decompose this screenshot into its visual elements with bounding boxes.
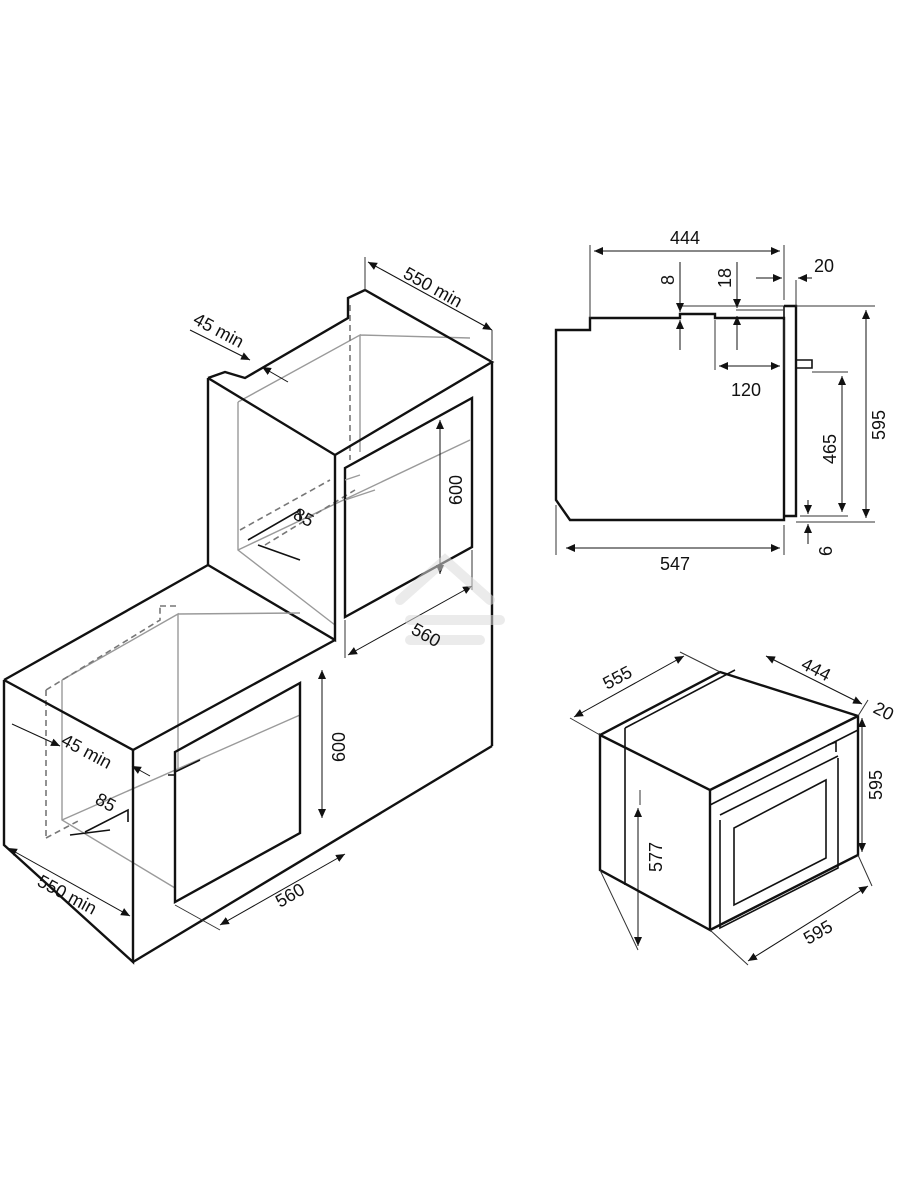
undercounter-width-label: 560 — [272, 879, 308, 911]
iso-height-label: 595 — [866, 770, 886, 800]
side-top-step-label: 8 — [658, 275, 678, 285]
side-total-height-label: 595 — [869, 410, 889, 440]
undercounter-vent-label: 85 — [92, 789, 119, 816]
iso-panel-label: 20 — [870, 698, 897, 725]
undercounter-depth-label: 550 min — [34, 871, 100, 919]
side-base-depth-label: 547 — [660, 554, 690, 574]
iso-view — [569, 651, 873, 966]
undercounter-height-label: 600 — [329, 732, 349, 762]
side-total-depth-label: 444 — [670, 228, 700, 248]
side-panel-label: 20 — [814, 256, 834, 276]
side-door-height-label: 465 — [820, 434, 840, 464]
column-cabinet — [206, 288, 495, 746]
undercounter-dimension-lines — [7, 670, 346, 931]
house-logo-icon — [395, 553, 505, 645]
column-height-label: 600 — [446, 475, 466, 505]
iso-body-depth-label: 444 — [798, 654, 834, 685]
column-rear-gap-label: 45 min — [190, 309, 247, 352]
iso-depth-label: 555 — [599, 662, 635, 694]
iso-width-label: 595 — [800, 916, 836, 948]
side-top-step-2-label: 18 — [715, 268, 735, 288]
undercounter-cabinet — [2, 563, 493, 965]
dimension-labels: 550 min 45 min 600 560 85 45 min 600 550… — [34, 228, 897, 948]
side-bottom-gap-label: 6 — [816, 546, 836, 556]
side-view — [554, 245, 875, 555]
column-depth-label: 550 min — [400, 263, 466, 312]
iso-body-height-label: 577 — [646, 842, 666, 872]
side-cutout-label: 120 — [731, 380, 761, 400]
column-dimension-lines — [189, 257, 493, 658]
